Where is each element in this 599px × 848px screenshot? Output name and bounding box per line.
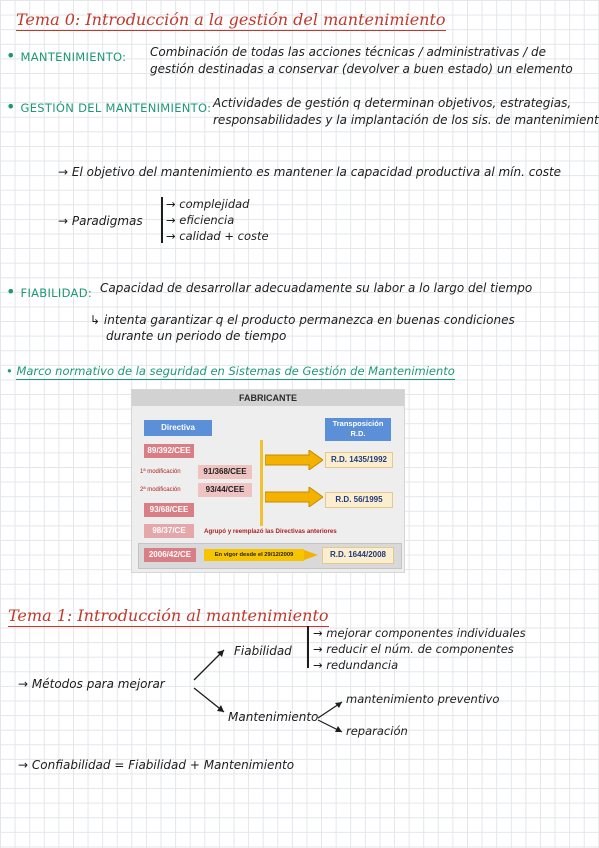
mantenimiento-node: Mantenimiento — [228, 710, 319, 724]
gestion-line1: Actividades de gestión q determinan obje… — [213, 96, 572, 110]
fiabilidad-item: → redundancia — [313, 658, 399, 672]
directiva-89-392: 89/392/CEE — [144, 444, 194, 458]
mod1-label: 1ª modificación — [140, 469, 181, 475]
rd-1644-2008: R.D. 1644/2008 — [322, 547, 394, 564]
fiabilidad-node: Fiabilidad — [234, 644, 292, 658]
fiabilidad-sub2: durante un periodo de tiempo — [106, 329, 287, 343]
arrow-right-icon — [304, 550, 318, 560]
directiva-93-44: 93/44/CEE — [198, 483, 252, 497]
timeline-bar — [260, 486, 263, 526]
agrupo-note: Agrupó y reemplazó las Directivas anteri… — [204, 528, 337, 535]
fiabilidad-def: Capacidad de desarrollar adecuadamente s… — [100, 281, 533, 295]
arrow-icon: → — [58, 165, 69, 179]
directiva-98-37: 98/37/CE — [144, 524, 194, 538]
fiabilidad-item: → mejorar componentes individuales — [313, 626, 526, 640]
fiabilidad-item: → reducir el núm. de componentes — [313, 642, 514, 656]
timeline-bar — [260, 440, 263, 486]
mantenimiento-line2: gestión destinadas a conservar (devolver… — [150, 62, 573, 76]
tema1-title: Tema 1: Introducción al mantenimiento — [8, 606, 329, 627]
reparacion: reparación — [346, 724, 408, 738]
paradigma-item: → calidad + coste — [166, 229, 269, 243]
fiabilidad-sub1: ↳ intenta garantizar q el producto perma… — [90, 313, 515, 327]
arrow-icon: → — [18, 677, 29, 691]
paradigma-item: → complejidad — [166, 197, 250, 211]
paradigma-item: → eficiencia — [166, 213, 235, 227]
objetivo-line: → El objetivo del mantenimiento es mante… — [58, 165, 562, 179]
branch-arrows — [193, 649, 225, 713]
directiva-header: Directiva — [144, 420, 212, 436]
marco-normativo-heading: • Marco normativo de la seguridad en Sis… — [6, 364, 455, 380]
gestion-definition: • GESTIÓN DEL MANTENIMIENTO: — [6, 97, 212, 116]
branch-arrows — [317, 701, 343, 733]
mantenimiento-line1: Combinación de todas las acciones técnic… — [150, 45, 547, 59]
arrow-icon: → — [58, 214, 69, 228]
mantenimiento-term: MANTENIMIENTO — [20, 50, 123, 64]
normativa-table: FABRICANTE Directiva Transposición R.D. … — [131, 389, 405, 573]
mantenimiento-definition: • MANTENIMIENTO: — [6, 46, 127, 65]
directiva-91-368: 91/368/CEE — [198, 465, 252, 479]
gestion-line2: responsabilidades y la implantación de l… — [213, 113, 599, 127]
rd-56-1995: R.D. 56/1995 — [325, 492, 393, 508]
directiva-93-68: 93/68/CEE — [144, 503, 194, 517]
paradigmas-label: → Paradigmas — [58, 214, 143, 228]
mod2-label: 2ª modificación — [140, 487, 181, 493]
fiabilidad-brace — [307, 626, 309, 668]
metodos-label: → Métodos para mejorar — [18, 677, 165, 691]
fiabilidad-definition: • FIABILIDAD: — [6, 282, 93, 301]
mantenimiento-preventivo: mantenimiento preventivo — [346, 692, 500, 706]
confiabilidad-line: → Confiabilidad = Fiabilidad + Mantenimi… — [18, 758, 295, 772]
arrow-right-icon — [265, 487, 323, 507]
paradigmas-brace — [161, 197, 163, 243]
return-arrow-icon: ↳ — [90, 313, 101, 327]
arrow-right-icon — [265, 450, 323, 470]
en-vigor-badge: En vigor desde el 29/12/2009 — [204, 549, 304, 561]
fabricante-header: FABRICANTE — [132, 390, 404, 406]
arrow-icon: → — [18, 758, 29, 772]
fiabilidad-term: FIABILIDAD — [20, 286, 88, 300]
transposicion-header: Transposición R.D. — [325, 418, 391, 441]
gestion-term: GESTIÓN DEL MANTENIMIENTO — [20, 101, 208, 115]
tema0-title: Tema 0: Introducción a la gestión del ma… — [16, 10, 446, 31]
directiva-2006-42: 2006/42/CE — [144, 548, 196, 562]
rd-1435-1992: R.D. 1435/1992 — [325, 452, 393, 468]
